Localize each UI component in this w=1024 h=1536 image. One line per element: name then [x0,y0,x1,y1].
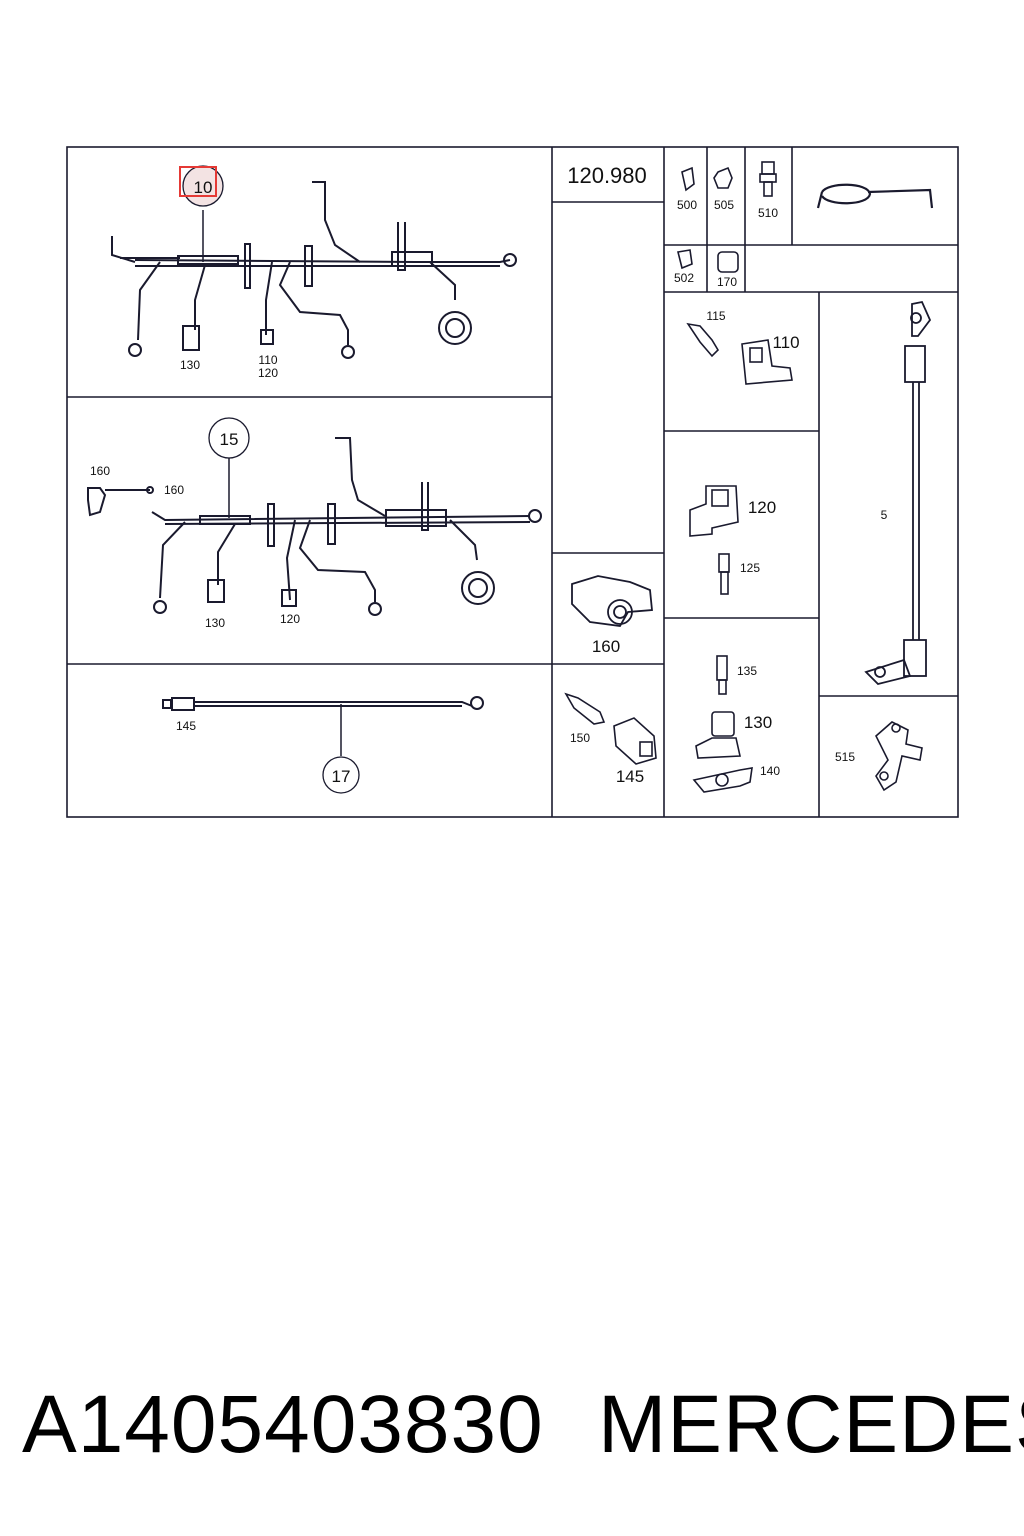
label-135: 135 [737,664,757,678]
label-115: 115 [706,309,725,323]
label-110: 110 [772,333,799,352]
label-130: 130 [744,713,772,732]
label-p2-130: 130 [205,616,225,630]
callout-15-label: 15 [220,430,239,449]
label-510: 510 [758,206,778,220]
group-code: 120.980 [567,163,647,188]
label-502: 502 [674,271,694,285]
solenoid-160-icon[interactable] [571,575,653,627]
label-p1-110: 110 [258,353,277,367]
label-160: 160 [592,637,620,656]
callout-10-label: 10 [194,178,213,197]
label-145: 145 [616,767,644,786]
label-p1-130: 130 [180,358,200,372]
connector-145-icon[interactable] [613,717,657,765]
label-505: 505 [714,198,734,212]
nut-505-icon[interactable] [713,166,733,189]
label-p2-120: 120 [280,612,300,626]
parts-diagram: 120.980 10 130 110 120 [66,146,959,818]
washer-502-icon[interactable] [677,249,693,270]
label-150: 150 [570,731,590,745]
part-number: A1405403830 [22,1379,544,1470]
diagram-grid [66,146,959,818]
terminal-150-icon[interactable] [564,692,606,725]
label-515: 515 [835,750,855,764]
label-p1-120: 120 [258,366,278,380]
label-120: 120 [748,498,776,517]
clamp-ring-icon[interactable] [816,183,934,209]
label-p3-145: 145 [176,719,196,733]
bracket-515-icon[interactable] [875,721,923,792]
callout-10-highlight[interactable] [179,166,217,197]
grommet-170-icon[interactable] [717,251,739,273]
callout-17-label: 17 [332,767,351,786]
cable-17-drawing[interactable] [162,696,484,711]
label-p2-160b: 160 [164,483,184,497]
brand-name: MERCEDES [598,1379,1024,1470]
label-140: 140 [760,764,780,778]
footer: A1405403830 MERCEDES [0,1370,1024,1480]
clip-140-icon[interactable] [692,767,753,793]
connector-120-icon[interactable] [689,485,739,537]
callout-15-bubble[interactable] [208,417,250,459]
label-5: 5 [881,508,888,522]
washer-500-icon[interactable] [681,166,695,192]
label-125: 125 [740,561,760,575]
terminal-115-icon[interactable] [686,322,720,358]
terminal-135-icon[interactable] [716,655,728,695]
harness-15-drawing[interactable] [87,437,542,616]
connector-130-icon[interactable] [695,711,741,759]
label-500: 500 [677,198,697,212]
callout-17-bubble[interactable] [322,756,360,794]
label-170: 170 [717,275,737,289]
harness-10-drawing[interactable] [111,181,517,359]
connector-110-icon[interactable] [741,339,793,385]
label-p2-160a: 160 [90,464,110,478]
terminal-125-icon[interactable] [718,553,730,595]
guide-tube-5-icon[interactable] [864,300,932,685]
bolt-510-icon[interactable] [759,161,777,197]
